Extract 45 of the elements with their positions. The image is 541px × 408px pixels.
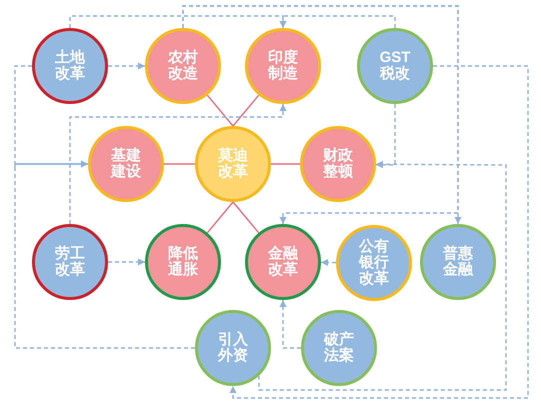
circle-node [145,28,221,104]
dashed-arrow [108,62,145,70]
connector-line [206,94,234,126]
dashed-arrow [258,160,507,391]
node-label: 引入外资 [216,332,249,364]
node-label: 基建建设 [109,148,142,180]
node-label: 金融改革 [266,246,299,278]
dashed-arrow [14,160,195,349]
dashed-arrow [69,104,286,224]
node-label: 普惠金融 [442,246,474,278]
node-label: 财政整顿 [322,148,354,180]
circle-node [32,224,108,300]
circle-node [245,224,321,300]
node-label: 劳工改革 [54,246,86,278]
connector-line [271,163,300,165]
node-label: GST税改 [378,50,412,82]
circle-node [88,126,164,202]
circle-node [145,224,221,300]
circle-node [195,310,271,386]
dashed-arrow [230,65,529,399]
connector-line [232,202,260,234]
dashed-arrow [108,258,145,266]
node-label: 农村改造 [166,50,199,82]
dashed-arrow [376,104,396,168]
node-label: 破产法案 [322,332,355,364]
circle-node [357,28,433,104]
dashed-arrow [280,15,396,28]
circle-node [420,224,496,300]
circle-node [300,126,376,202]
connector-line [206,202,234,234]
connector-line [232,94,260,126]
node-label: 土地改革 [54,50,86,82]
circle-node [32,28,108,104]
dashed-arrow [320,259,336,266]
node-label: 降低通胀 [167,246,199,278]
node-label: 印度制造 [266,50,299,82]
circle-node [245,28,321,104]
circle-node [195,126,271,202]
circle-node [336,225,412,301]
node-label: 公有银行改革 [358,239,390,287]
circle-node [301,310,377,386]
connector-line [164,163,195,165]
node-label: 莫迪改革 [217,148,249,180]
dashed-arrow [69,15,286,28]
dashed-arrow [280,300,301,349]
